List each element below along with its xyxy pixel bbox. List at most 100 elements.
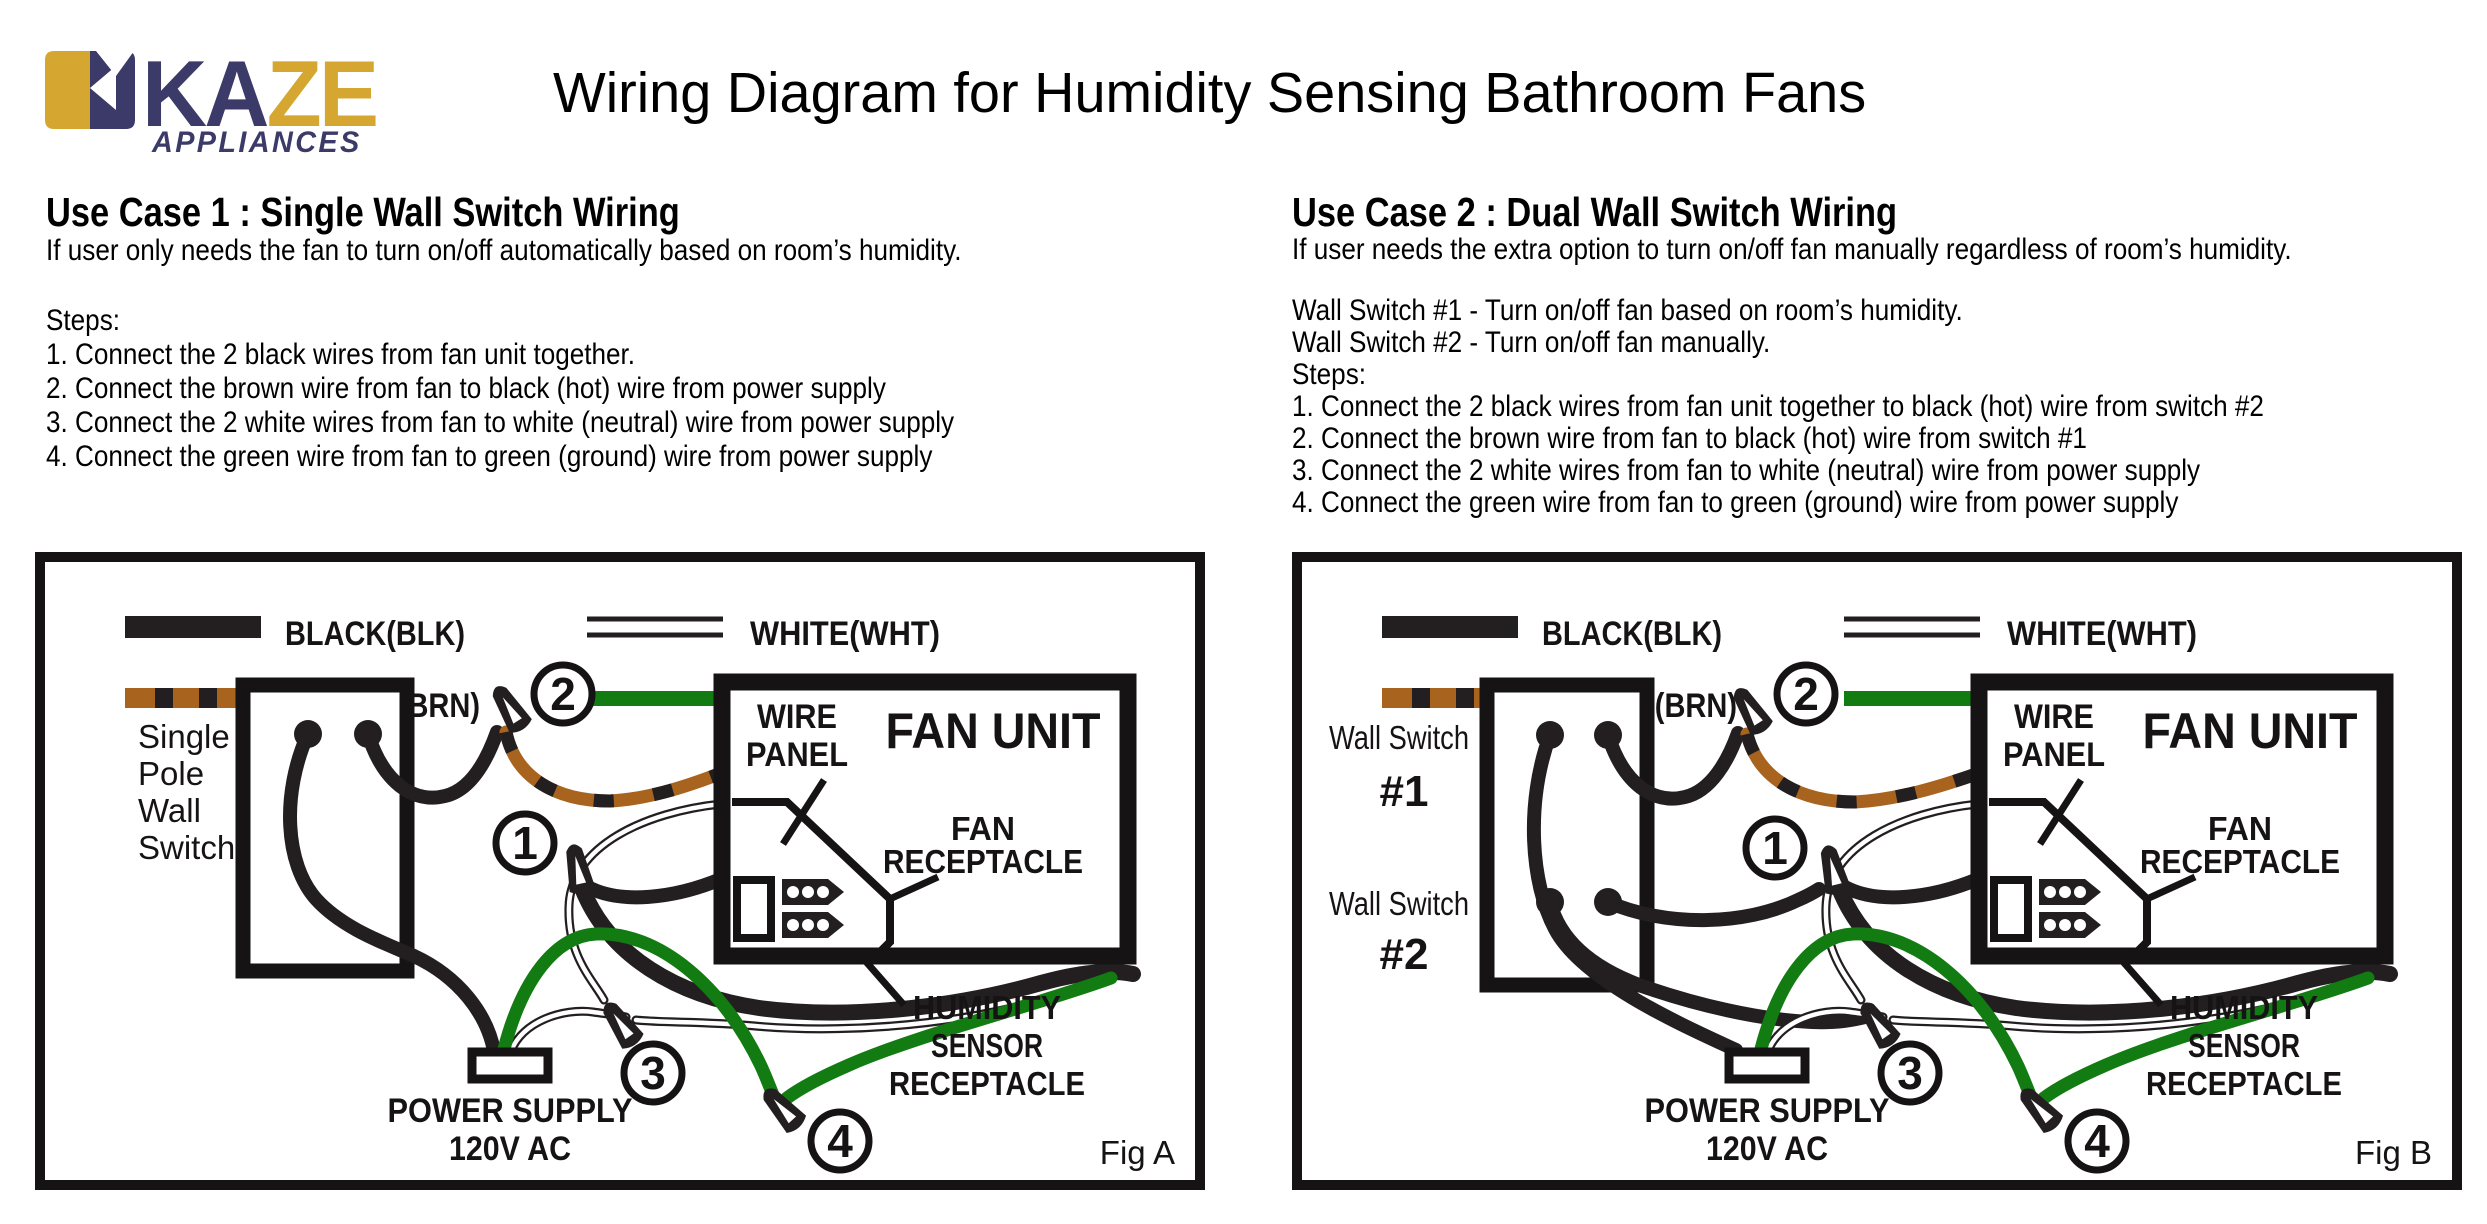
humidity-label: HUMIDITY: [913, 989, 1061, 1026]
wire-nut-1: [566, 844, 596, 894]
brand-subtitle: APPLIANCES: [152, 126, 362, 159]
connector-number: 2: [1793, 668, 1819, 720]
wall-switch-1-number: #1: [1380, 767, 1429, 816]
panel-slot: [1990, 876, 2032, 942]
fan-receptacle-symbol: [2039, 879, 2101, 905]
power-supply-box: [467, 1047, 553, 1084]
brand-ze: ZE: [266, 41, 379, 146]
wire-panel-label: PANEL: [2003, 736, 2105, 774]
fan-receptacle-label: RECEPTACLE: [2140, 843, 2340, 880]
use-case-1-step: 1. Connect the 2 black wires from fan un…: [46, 338, 636, 371]
wire-panel-outline: [732, 798, 894, 967]
power-supply-box: [1724, 1047, 1810, 1084]
use-case-1-step: 4. Connect the green wire from fan to gr…: [46, 440, 933, 473]
connector-number: 3: [1897, 1047, 1923, 1099]
fig-b-diagram: BLACK(BLK) WHITE(WHT) BROWN(BRN) GROUND …: [1292, 552, 2462, 1190]
connector-number: 4: [2084, 1115, 2110, 1167]
power-supply-label: POWER SUPPLY: [1645, 1092, 1890, 1130]
use-case-2-switch-note: Wall Switch #2 - Turn on/off fan manuall…: [1292, 326, 1771, 359]
wire-panel-label: PANEL: [746, 736, 848, 774]
wire-nut-4: [763, 1088, 807, 1134]
fan-unit-box: [1970, 673, 2394, 965]
connector-number: 4: [827, 1115, 853, 1167]
kaze-logo-icon: [45, 51, 135, 129]
fig-a-label: Fig A: [1100, 1134, 1175, 1171]
use-case-1-step: 2. Connect the brown wire from fan to bl…: [46, 372, 886, 405]
connector-number-circle: [807, 1108, 873, 1174]
brand-wordmark: KAZE: [142, 40, 379, 148]
panel-slot: [733, 876, 775, 942]
connector-number-circle: [1742, 815, 1808, 881]
fan-receptacle-label: FAN: [951, 810, 1015, 847]
wire-panel-label: WIRE: [2014, 698, 2094, 736]
wires: [1526, 726, 2398, 1109]
use-case-2-step: 4. Connect the green wire from fan to gr…: [1292, 486, 2179, 519]
switch-label-line: Switch: [138, 829, 235, 866]
switch-label-line: Wall: [138, 792, 201, 829]
wall-switch-2-number: #2: [1380, 930, 1429, 979]
connector-number-circle: [1877, 1040, 1943, 1106]
wall-switch-2-label: Wall Switch: [1329, 885, 1469, 922]
power-supply-voltage: 120V AC: [1706, 1130, 1828, 1168]
fan-unit-label: FAN UNIT: [2143, 703, 2358, 759]
use-case-1-steps-label: Steps:: [46, 304, 121, 337]
humidity-label: HUMIDITY: [2170, 989, 2318, 1026]
use-case-1-heading: Use Case 1 : Single Wall Switch Wiring: [46, 189, 680, 235]
page-title: Wiring Diagram for Humidity Sensing Bath…: [553, 61, 1867, 125]
wire-panel-label: WIRE: [757, 698, 837, 736]
connector-number: 1: [512, 817, 538, 869]
connector-number: 3: [640, 1047, 666, 1099]
use-case-2-intro: If user needs the extra option to turn o…: [1292, 233, 2292, 266]
brand-ka: KA: [142, 41, 269, 146]
wire-panel-leader: [780, 778, 827, 846]
use-case-2-step: 3. Connect the 2 white wires from fan to…: [1292, 454, 2201, 487]
connector-number: 1: [1762, 822, 1788, 874]
wire-nut-2: [492, 686, 532, 733]
wall-switch-1-label: Wall Switch: [1329, 719, 1469, 756]
wire-panel-outline: [1989, 798, 2151, 967]
fan-receptacle-label: RECEPTACLE: [883, 843, 1083, 880]
fan-unit-label: FAN UNIT: [886, 703, 1101, 759]
humidity-receptacle-leader: [2115, 953, 2164, 1008]
use-case-1-intro: If user only needs the fan to turn on/of…: [46, 234, 962, 267]
fan-unit-box: [713, 673, 1137, 965]
humidity-sensor-receptacle-symbol: [782, 912, 844, 938]
switch-label-line: Pole: [138, 755, 204, 792]
humidity-label: SENSOR: [2188, 1027, 2300, 1064]
fan-receptacle-leader: [2147, 873, 2197, 902]
wire-panel-leader: [2037, 778, 2084, 846]
use-case-2-step: 1. Connect the 2 black wires from fan un…: [1292, 390, 2264, 423]
single-pole-wall-switch: [235, 677, 415, 979]
use-case-2-heading: Use Case 2 : Dual Wall Switch Wiring: [1292, 189, 1898, 235]
use-case-1-section: Use Case 1 : Single Wall Switch Wiring I…: [46, 190, 1098, 474]
wires: [283, 725, 1141, 1109]
legend-white-label: WHITE(WHT): [750, 615, 940, 653]
connector-number-circle: [620, 1040, 686, 1106]
humidity-receptacle-leader: [858, 953, 907, 1008]
legend-white-label: WHITE(WHT): [2007, 615, 2197, 653]
use-case-2-section: Use Case 2 : Dual Wall Switch Wiring If …: [1292, 190, 2441, 519]
fig-b-label: Fig B: [2355, 1134, 2432, 1171]
wire-nut-2: [1733, 688, 1773, 735]
wire-nut-3: [1860, 1002, 1901, 1049]
wire-nut-4: [2020, 1088, 2064, 1134]
legend-black-label: BLACK(BLK): [285, 615, 465, 653]
connector-number-circle: [530, 661, 596, 727]
fan-receptacle-leader: [890, 873, 940, 902]
fan-receptacle-symbol: [782, 879, 844, 905]
power-supply-label: POWER SUPPLY: [388, 1092, 633, 1130]
humidity-sensor-receptacle-symbol: [2039, 912, 2101, 938]
use-case-2-steps-label: Steps:: [1292, 358, 1367, 391]
fig-a-diagram: BLACK(BLK) WHITE(WHT) BROWN(BRN) GROUND …: [35, 552, 1205, 1190]
humidity-label: RECEPTACLE: [889, 1065, 1085, 1102]
humidity-label: RECEPTACLE: [2146, 1065, 2342, 1102]
wire-nut-1: [1820, 845, 1851, 895]
switch-label-line: Single: [138, 718, 230, 755]
use-case-1-step: 3. Connect the 2 white wires from fan to…: [46, 406, 955, 439]
use-case-2-switch-note: Wall Switch #1 - Turn on/off fan based o…: [1292, 294, 1963, 327]
connector-number-circle: [2064, 1108, 2130, 1174]
use-case-2-step: 2. Connect the brown wire from fan to bl…: [1292, 422, 2087, 455]
humidity-label: SENSOR: [931, 1027, 1043, 1064]
power-supply-voltage: 120V AC: [449, 1130, 571, 1168]
